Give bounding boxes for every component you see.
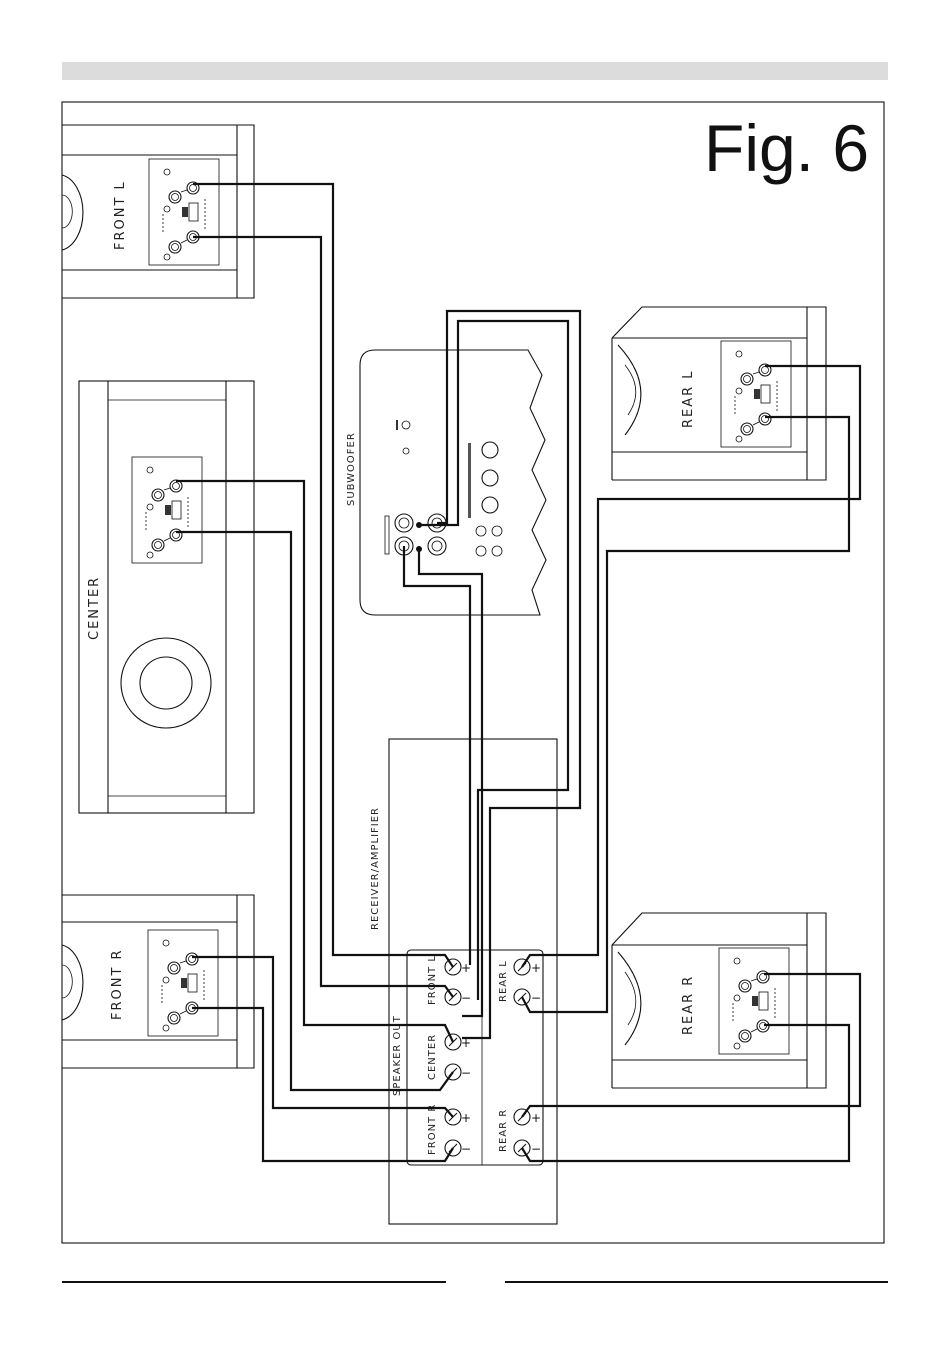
wire-center-minus xyxy=(176,532,453,1090)
wire-rear-l-minus xyxy=(522,417,849,1012)
footer-rule-left xyxy=(62,1281,446,1283)
center-speaker: CENTER xyxy=(79,381,254,813)
plus-sign: + xyxy=(531,1111,541,1125)
rear-left-label: REAR L xyxy=(681,369,696,428)
wire-rear-r-minus xyxy=(522,1025,849,1161)
wire-front-l-minus xyxy=(193,237,453,997)
footer-rule-right xyxy=(505,1281,888,1283)
front-left-label: FRONT L xyxy=(113,180,128,250)
front-right-speaker: FRONT R xyxy=(62,895,254,1068)
front-right-label: FRONT R xyxy=(110,948,125,1020)
wire-rear-l-plus xyxy=(522,366,860,967)
out-center-label: CENTER xyxy=(427,1034,438,1080)
wire-front-r-minus xyxy=(192,1008,453,1161)
minus-sign: − xyxy=(531,1142,541,1156)
wiring xyxy=(176,184,860,1161)
front-left-terminal-panel xyxy=(149,159,219,265)
center-terminal-panel xyxy=(132,457,202,563)
center-label: CENTER xyxy=(87,576,102,640)
wire-front-l-plus xyxy=(193,184,453,967)
speaker-out-label: SPEAKER OUT xyxy=(392,1015,403,1096)
wire-sub-left-minus xyxy=(404,546,470,965)
front-left-speaker: FRONT L xyxy=(62,125,254,298)
receiver-amplifier: RECEIVER/AMPLIFIER SPEAKER OUT FRONT L C… xyxy=(370,739,557,1224)
rear-left-terminal-panel xyxy=(721,341,791,447)
out-rear-r-label: REAR R xyxy=(498,1109,509,1152)
out-front-r-label: FRONT R xyxy=(427,1104,438,1155)
rear-right-terminal-panel xyxy=(719,948,789,1054)
minus-sign: − xyxy=(461,991,471,1005)
rear-left-speaker: REAR L xyxy=(612,307,826,480)
diagram-frame xyxy=(62,102,884,1243)
subwoofer-label: SUBWOOFER xyxy=(346,432,357,506)
plus-sign: + xyxy=(461,1111,471,1125)
minus-sign: − xyxy=(531,991,541,1005)
rear-right-speaker: REAR R xyxy=(612,913,826,1088)
plus-sign: + xyxy=(531,961,541,975)
front-right-terminal-panel xyxy=(148,930,218,1036)
wire-front-r-plus xyxy=(192,957,453,1117)
out-front-l-label: FRONT L xyxy=(427,955,438,1005)
wire-sub-loop-minus xyxy=(419,321,568,1000)
figure-title: Fig. 6 xyxy=(704,111,869,185)
receiver-label: RECEIVER/AMPLIFIER xyxy=(370,807,381,930)
wire-sub-left-link xyxy=(419,549,482,1016)
rear-right-label: REAR R xyxy=(681,975,696,1035)
minus-sign: − xyxy=(461,1142,471,1156)
minus-sign: − xyxy=(461,1066,471,1080)
out-rear-l-label: REAR L xyxy=(498,960,509,1002)
